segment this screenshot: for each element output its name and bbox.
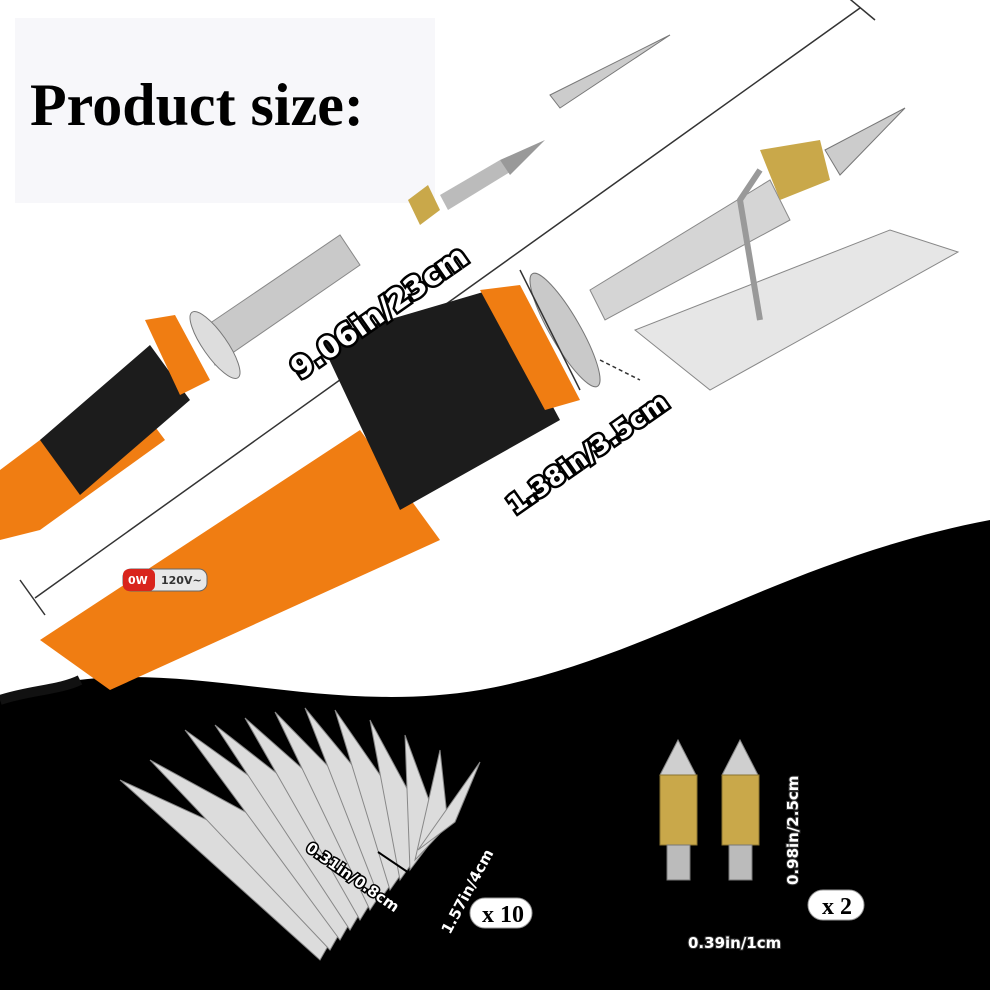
pen-stand xyxy=(634,168,960,391)
tip-length-label: 0.98in/2.5cm xyxy=(784,776,802,885)
brass-tips xyxy=(659,738,760,881)
pen-sticker: 0W 120V~ xyxy=(122,568,208,592)
blades-quantity-badge: x 10 xyxy=(469,897,533,929)
tips-quantity-badge: x 2 xyxy=(807,889,865,921)
pen-voltage-label: 120V~ xyxy=(161,574,202,587)
diameter-dimension-line xyxy=(519,269,641,391)
pen-wattage-label: 0W xyxy=(128,574,148,587)
title-backdrop xyxy=(15,18,435,203)
small-pen xyxy=(0,34,671,540)
blade-width-arrow xyxy=(377,851,413,876)
blades-fan xyxy=(119,707,481,961)
page-title: Product size: xyxy=(30,72,364,138)
svg-text:x 10: x 10 xyxy=(482,902,524,928)
tip-width-label: 0.39in/1cm xyxy=(688,934,781,952)
svg-text:x 2: x 2 xyxy=(822,894,852,920)
